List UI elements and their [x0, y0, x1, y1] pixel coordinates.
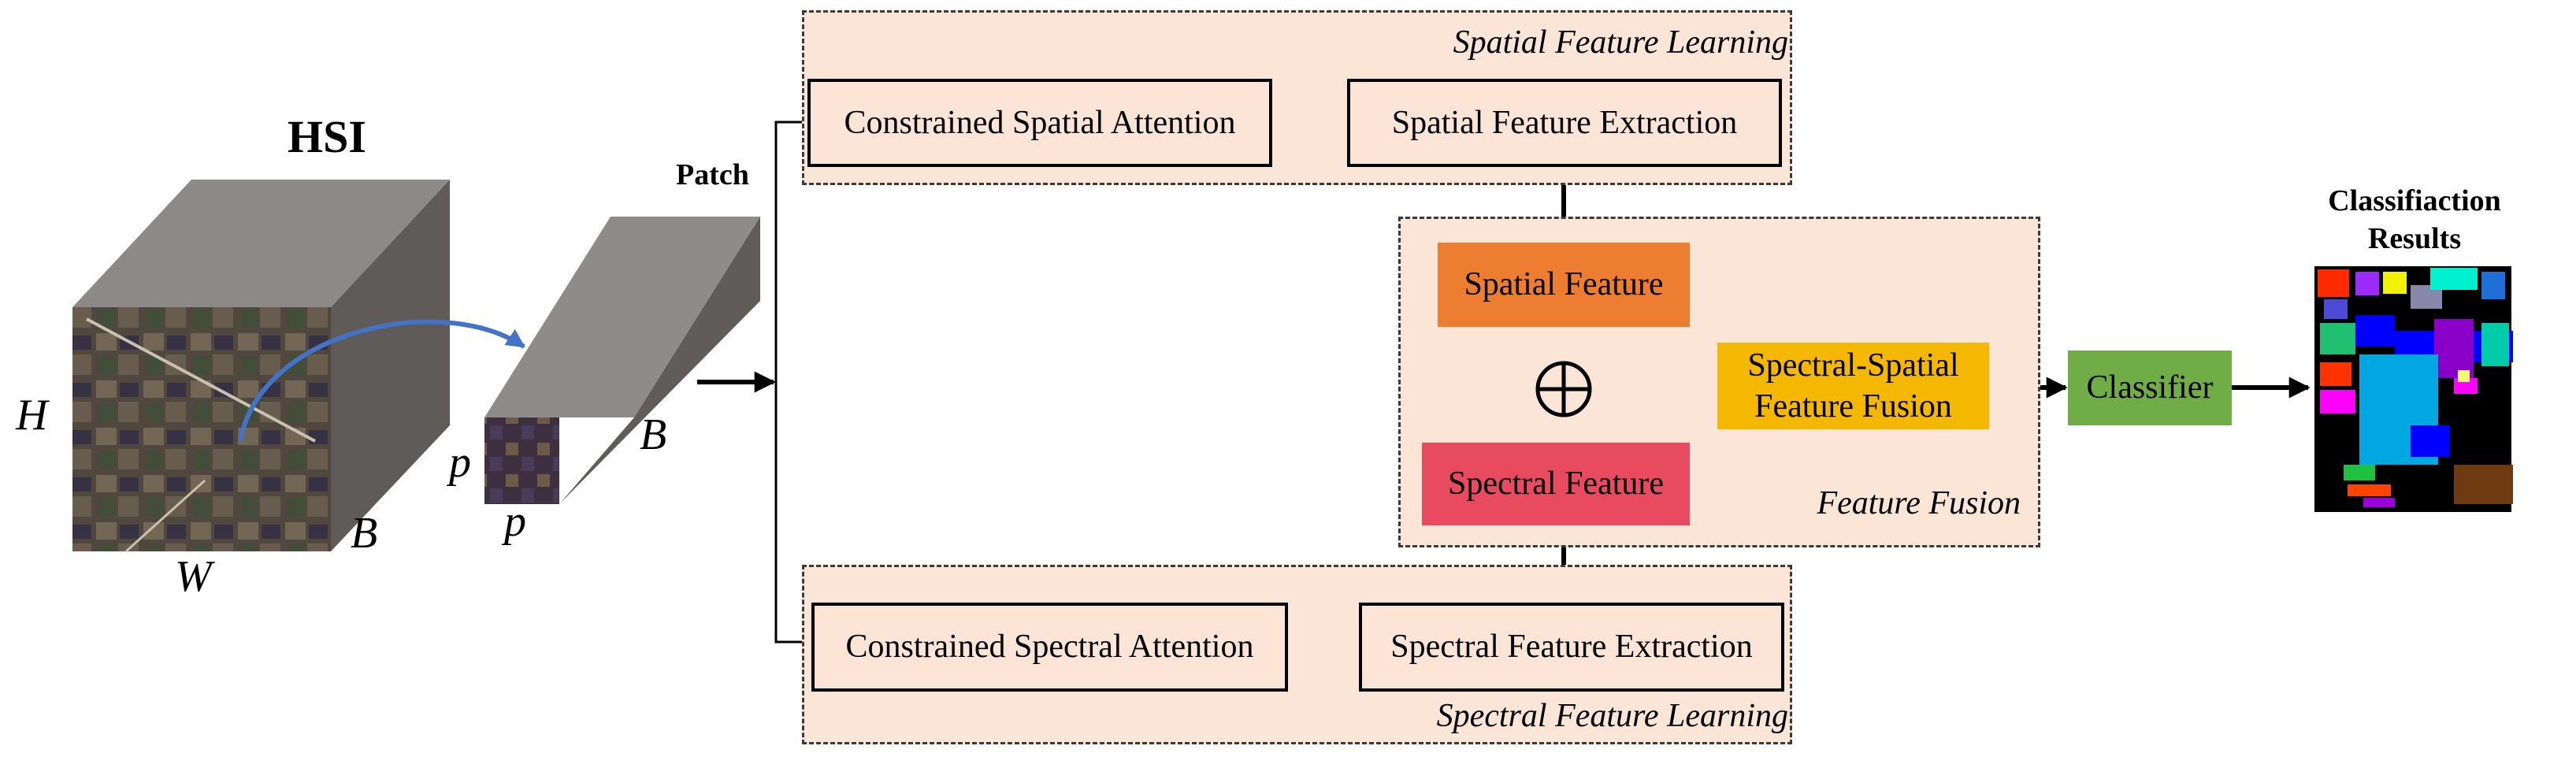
patch-title: Patch [676, 158, 749, 191]
patch-p-vertical-label: p [449, 438, 471, 487]
results-title-line1: Classifiaction [2328, 184, 2501, 217]
hsi-cube-side [331, 180, 450, 551]
hsi-title: HSI [288, 111, 366, 162]
patch-band-label: B [640, 410, 667, 459]
spatial-feature-extraction-box: Spatial Feature Extraction [1347, 79, 1782, 167]
circled-plus-icon [1535, 361, 1592, 417]
hsi-width-label: W [175, 552, 212, 601]
fusion-label-line2: Feature Fusion [1754, 388, 1952, 425]
hsi-cube-top [72, 180, 450, 307]
results-title-line2: Results [2367, 221, 2462, 255]
patch-top [484, 217, 760, 417]
spectral-feature-learning-title: Spectral Feature Learning [1436, 698, 1788, 734]
fusion-label-line1: Spectral-Spatial [1747, 347, 1959, 384]
feature-fusion-title: Feature Fusion [1817, 485, 2021, 521]
hsi-image [72, 307, 331, 551]
patch-p-horizontal-label: p [504, 497, 526, 546]
spectral-feature-box: Spectral Feature [1422, 443, 1690, 525]
patch-image [484, 417, 559, 504]
spectral-feature-extraction-box: Spectral Feature Extraction [1359, 603, 1784, 692]
patch-prism [484, 217, 760, 504]
hsi-height-label: H [16, 391, 48, 440]
classification-map [2314, 266, 2513, 512]
hsi-cube [72, 180, 450, 553]
branch-bracket [774, 121, 807, 644]
classifier-box: Classifier [2068, 351, 2232, 425]
spectral-spatial-fusion-box: Spectral-Spatial Feature Fusion [1717, 343, 1989, 429]
spatial-feature-box: Spatial Feature [1438, 243, 1690, 327]
results-title: Classifiaction Results [2308, 183, 2521, 258]
hsi-band-label: B [351, 509, 378, 558]
constrained-spatial-attention-box: Constrained Spatial Attention [807, 79, 1272, 167]
constrained-spectral-attention-box: Constrained Spectral Attention [811, 603, 1288, 692]
extract-patch-arrow [238, 319, 525, 442]
spatial-feature-learning-title: Spatial Feature Learning [1453, 24, 1788, 61]
